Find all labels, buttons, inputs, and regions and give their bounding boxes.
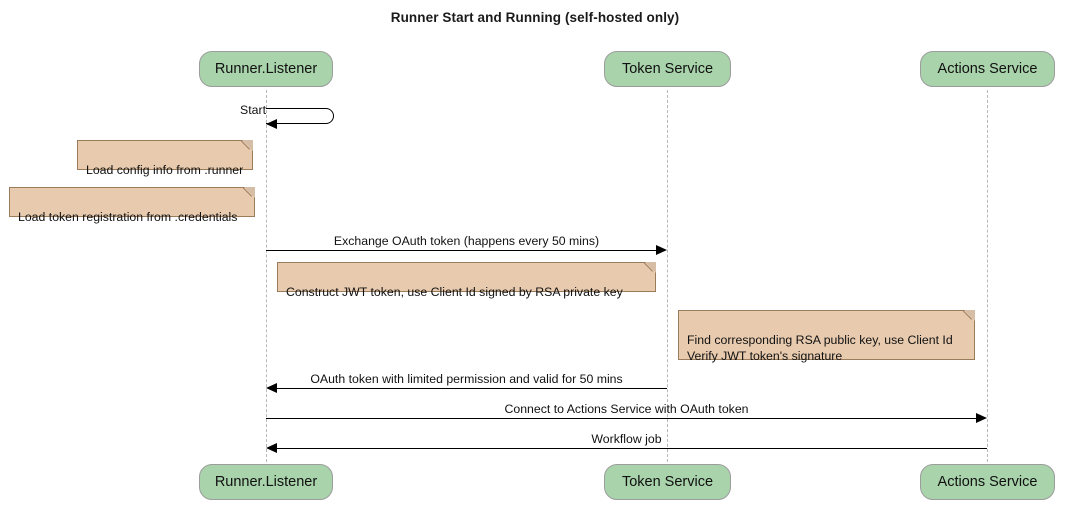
message-line-oauth-token-response (277, 388, 667, 389)
message-label-exchange-oauth-token: Exchange OAuth token (happens every 50 m… (333, 234, 600, 248)
note-verify-jwt: Find corresponding RSA public key, use C… (678, 310, 975, 363)
participant-token-service-top[interactable]: Token Service (604, 51, 731, 87)
message-line-exchange-oauth-token (266, 250, 656, 251)
message-label-start: Start (240, 103, 266, 117)
note-fold-edge-icon (241, 140, 253, 152)
lifeline-runner (266, 90, 267, 462)
note-load-config-text: Load config info from .runner (86, 163, 244, 177)
note-fold-edge-icon (963, 310, 975, 322)
note-construct-jwt: Construct JWT token, use Client Id signe… (277, 262, 656, 299)
note-load-token-registration: Load token registration from .credential… (9, 187, 255, 224)
message-line-workflow-job (277, 448, 987, 449)
note-load-token-registration-text: Load token registration from .credential… (18, 210, 238, 224)
participant-actions-service-top[interactable]: Actions Service (920, 51, 1055, 87)
lifeline-actions (987, 90, 988, 462)
message-label-oauth-token-response: OAuth token with limited permission and … (310, 372, 623, 386)
message-arrowhead-oauth-token-response (266, 383, 277, 393)
participant-actions-service-bottom[interactable]: Actions Service (920, 464, 1055, 500)
message-arrowhead-exchange-oauth-token (656, 245, 667, 255)
message-label-connect-actions-service: Connect to Actions Service with OAuth to… (504, 402, 749, 416)
note-construct-jwt-text: Construct JWT token, use Client Id signe… (286, 285, 623, 299)
diagram-title: Runner Start and Running (self-hosted on… (390, 10, 680, 25)
message-arrowhead-workflow-job (266, 443, 277, 453)
message-line-connect-actions-service (266, 418, 976, 419)
note-fold-edge-icon (243, 187, 255, 199)
note-load-config: Load config info from .runner (77, 140, 253, 177)
note-fold-edge-icon (644, 262, 656, 274)
self-message-start-loop (266, 108, 334, 124)
message-arrowhead-connect-actions-service (976, 413, 987, 423)
participant-token-service-bottom[interactable]: Token Service (604, 464, 731, 500)
message-label-workflow-job: Workflow job (591, 432, 662, 446)
participant-runner-listener-bottom[interactable]: Runner.Listener (199, 464, 333, 500)
lifeline-token (667, 90, 668, 462)
note-verify-jwt-text: Find corresponding RSA public key, use C… (687, 333, 953, 363)
self-message-start-arrowhead (266, 119, 277, 129)
participant-runner-listener-top[interactable]: Runner.Listener (199, 51, 333, 87)
